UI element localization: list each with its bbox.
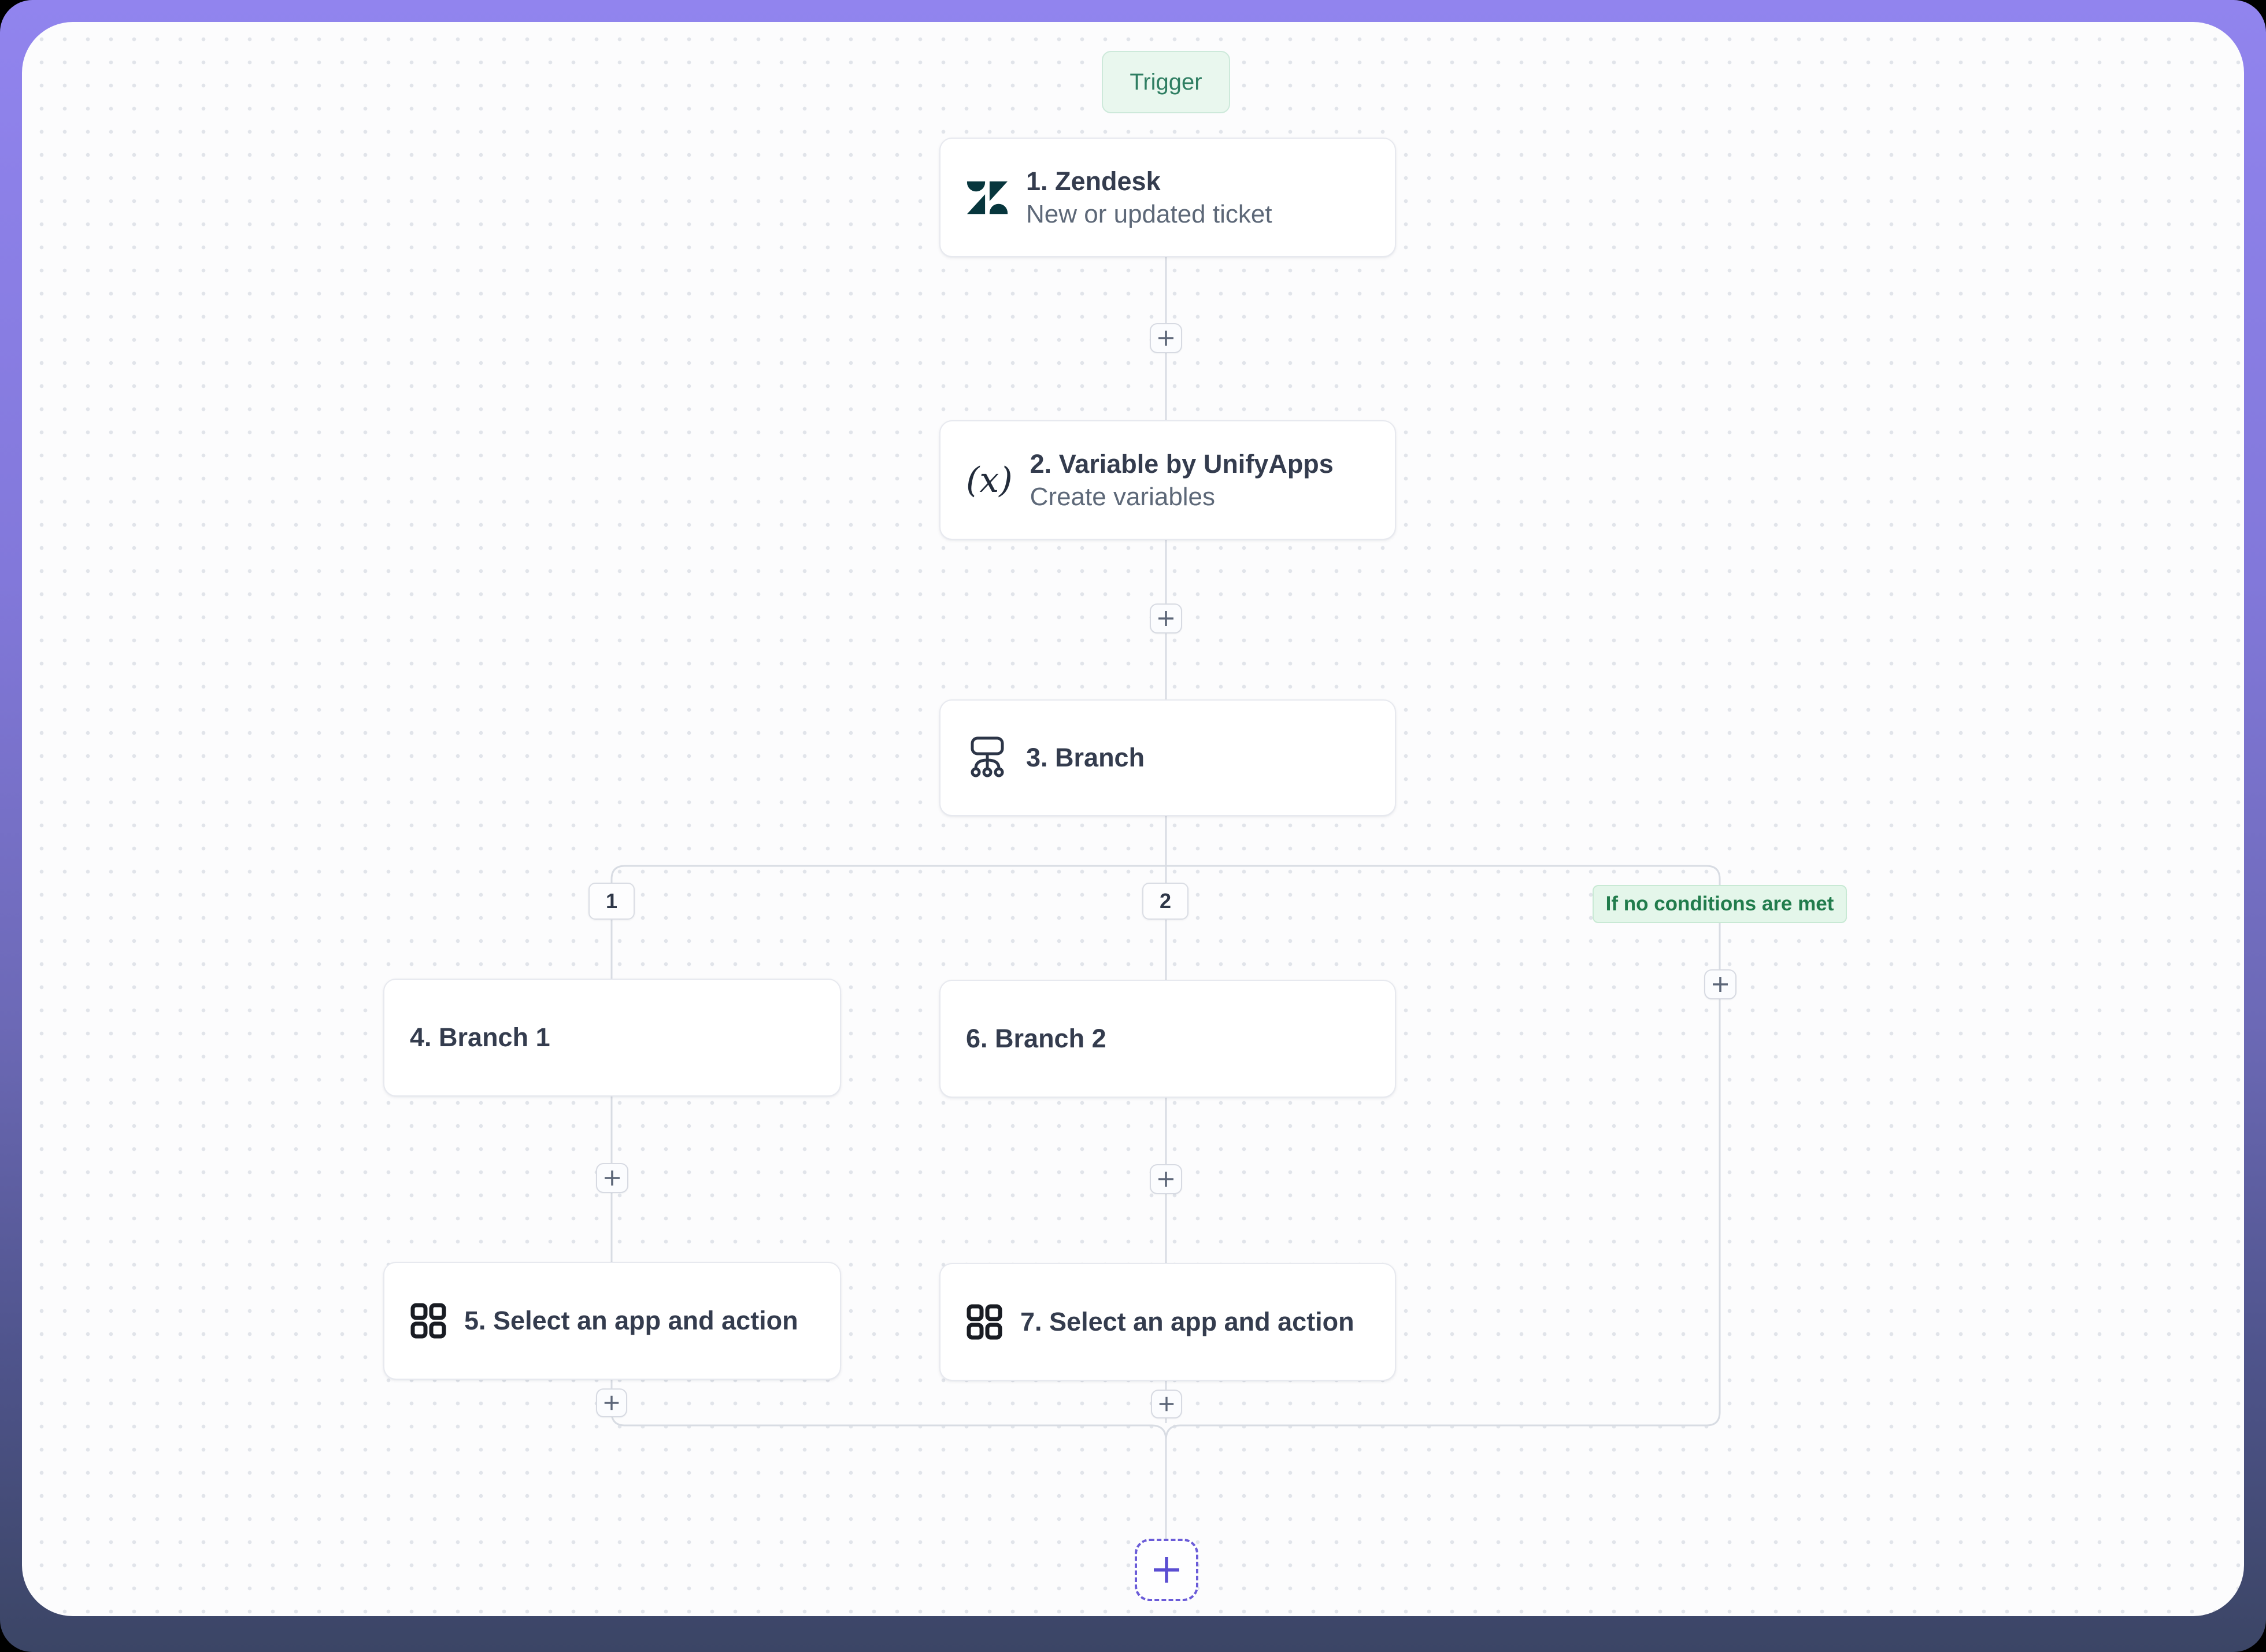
variable-x-icon: (x) [966, 460, 1013, 501]
node-select-app-5[interactable]: 5. Select an app and action [383, 1262, 841, 1380]
node-text: 5. Select an app and action [464, 1304, 798, 1338]
insert-step-button[interactable] [1150, 1164, 1182, 1194]
node-title: 1. Zendesk [1026, 166, 1161, 196]
insert-step-button[interactable] [1150, 603, 1182, 634]
node-title: 3. Branch [1026, 743, 1145, 772]
insert-step-button[interactable] [1151, 1390, 1182, 1418]
node-title: 4. Branch 1 [410, 1023, 550, 1052]
app-grid-icon [966, 1303, 1003, 1340]
node-text: 2. Variable by UnifyApps Create variable… [1030, 447, 1334, 513]
node-branch-2[interactable]: 6. Branch 2 [939, 980, 1396, 1098]
node-title: 6. Branch 2 [966, 1024, 1106, 1053]
zendesk-logo-icon [966, 179, 1009, 217]
node-title: 7. Select an app and action [1020, 1307, 1354, 1336]
node-zendesk[interactable]: 1. Zendesk New or updated ticket [939, 138, 1396, 257]
trigger-badge: Trigger [1102, 51, 1230, 113]
plus-icon [605, 1171, 620, 1186]
node-text: 7. Select an app and action [1020, 1305, 1354, 1339]
app-grid-icon [410, 1302, 447, 1339]
plus-icon [1158, 611, 1173, 626]
node-text: 4. Branch 1 [410, 1021, 550, 1054]
branch-split-icon [966, 736, 1009, 779]
insert-step-button[interactable] [596, 1388, 627, 1417]
fallback-path-badge: If no conditions are met [1593, 885, 1847, 923]
plus-icon [1154, 1557, 1179, 1583]
node-select-app-7[interactable]: 7. Select an app and action [939, 1263, 1396, 1381]
plus-icon [1159, 1397, 1174, 1412]
insert-step-button[interactable] [1704, 969, 1736, 999]
node-text: 1. Zendesk New or updated ticket [1026, 165, 1272, 231]
plus-icon [1713, 977, 1728, 992]
add-step-button[interactable] [1135, 1539, 1198, 1601]
node-title: 5. Select an app and action [464, 1306, 798, 1335]
insert-step-button[interactable] [1150, 323, 1182, 353]
node-text: 3. Branch [1026, 741, 1145, 775]
branch-path-1-badge[interactable]: 1 [588, 883, 635, 920]
node-branch[interactable]: 3. Branch [939, 699, 1396, 816]
plus-icon [1158, 331, 1173, 346]
node-text: 6. Branch 2 [966, 1022, 1106, 1055]
insert-step-button[interactable] [596, 1163, 628, 1193]
node-title: 2. Variable by UnifyApps [1030, 449, 1334, 479]
node-subtitle: Create variables [1030, 482, 1216, 511]
plus-icon [604, 1395, 619, 1410]
node-subtitle: New or updated ticket [1026, 199, 1272, 228]
plus-icon [1158, 1172, 1173, 1187]
node-branch-1[interactable]: 4. Branch 1 [383, 979, 841, 1097]
branch-path-2-badge[interactable]: 2 [1142, 883, 1188, 920]
node-variable[interactable]: (x) 2. Variable by UnifyApps Create vari… [939, 420, 1396, 540]
